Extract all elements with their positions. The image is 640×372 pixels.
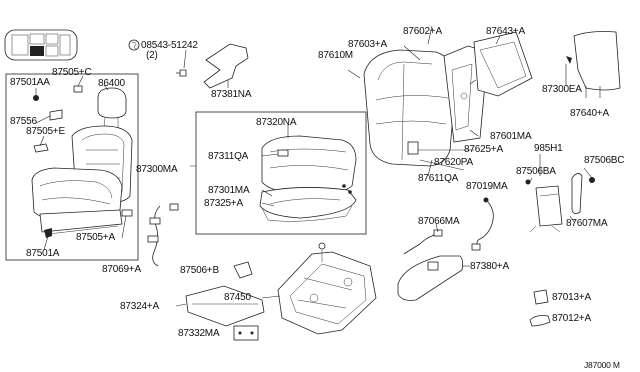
label-87332ma: 87332MA [178,328,220,339]
seatback-board-87640a [573,31,621,91]
label-87610m: 87610M [318,50,353,61]
label-87603a: 87603+A [348,39,387,50]
label-87013a: 87013+A [552,292,591,303]
cushion-assembly-frame [195,111,367,235]
label-87320na: 87320NA [256,117,297,128]
label-87505a: 87505+A [76,232,115,243]
label-87611qa: 87611QA [418,173,459,184]
label-87607ma: 87607MA [566,218,608,229]
label-87019ma: 87019MA [466,181,508,192]
module-985h1 [525,173,595,233]
label-87311qa: 87311QA [208,151,249,162]
harness-87066ma [403,231,439,255]
screw-08543 [128,39,187,77]
vehicle-locator-icon [4,29,78,61]
label-87501aa: 87501AA [10,77,50,88]
label-87300ea: 87300EA [542,84,582,95]
label-87620pa: 87620PA [434,157,474,168]
label-87324a: 87324+A [120,301,159,312]
label-87012a: 87012+A [552,313,591,324]
label-87325a: 87325+A [204,198,243,209]
label-87602a: 87602+A [403,26,442,37]
bracket-87381na [203,43,249,89]
label-87556: 87556 [10,116,37,127]
harness-87019ma [475,201,494,247]
label-86400: 86400 [98,78,125,89]
label-87506b: 87506+B [180,265,219,276]
label-08543: 08543-51242 [141,40,198,51]
seat-assembly-frame [5,73,139,261]
bracket-87332ma [233,325,259,341]
rail-87324a [185,285,265,327]
seatback-drawing [363,31,533,167]
harness-87069a [147,203,179,267]
label-87601ma: 87601MA [490,131,532,142]
bracket-87506b [233,261,253,279]
label-87381na: 87381NA [211,89,252,100]
diagram-code: J87000 M [584,360,620,370]
seat-cushion-drawing [259,135,357,222]
label-87501a: 87501A [26,248,60,259]
label-985h1: 985H1 [534,143,563,154]
label-87625a: 87625+A [464,144,503,155]
label-87301ma: 87301MA [208,185,250,196]
label-87505c: 87505+C [52,67,92,78]
label-08543-quantity: (2) [146,50,158,61]
complete-seat-drawing [31,85,133,238]
label-87300ma: 87300MA [136,164,178,175]
knob-87013a [533,289,549,305]
label-87380a: 87380+A [470,261,509,272]
label-87066ma: 87066MA [418,216,460,227]
label-87450: 87450 [224,292,251,303]
seat-adjuster-87450 [277,242,377,335]
label-87506bc: 87506BC [584,155,625,166]
finisher-87380a [397,255,464,301]
label-87505e: 87505+E [26,126,65,137]
label-87640a: 87640+A [570,108,609,119]
label-87643a: 87643+A [486,26,525,37]
label-87506ba: 87506BA [516,166,556,177]
knob-87012a [529,315,551,327]
label-87069a: 87069+A [102,264,141,275]
